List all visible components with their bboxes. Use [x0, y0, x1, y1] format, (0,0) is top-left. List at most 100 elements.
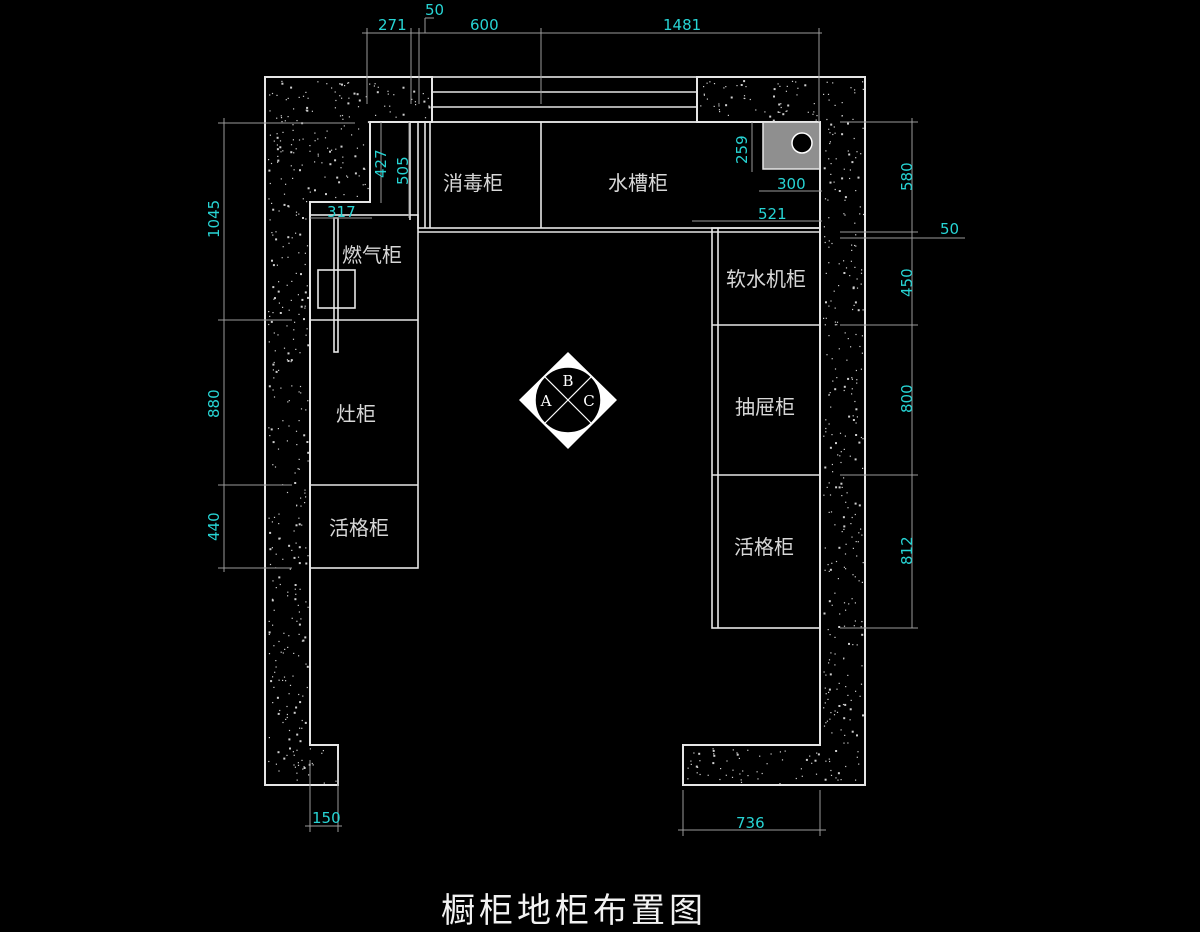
wall-speck [293, 169, 295, 171]
wall-speck [273, 686, 275, 688]
wall-speck [277, 334, 279, 336]
wall-speck [365, 96, 367, 98]
wall-speck [331, 87, 333, 89]
wall-speck [830, 406, 832, 408]
wall-speck [289, 684, 292, 686]
wall-speck [849, 169, 851, 171]
wall-speck [298, 313, 300, 315]
wall-speck [299, 169, 301, 172]
wall-speck [323, 782, 325, 784]
wall-speck [300, 618, 302, 620]
wall-speck [828, 305, 830, 307]
wall-speck [275, 370, 278, 373]
wall-speck [839, 613, 841, 615]
wall-speck [295, 272, 297, 274]
wall-speck [307, 296, 309, 299]
wall-speck [356, 93, 359, 96]
wall-speck [836, 711, 839, 713]
wall-speck [306, 245, 309, 247]
wall-speck [847, 338, 849, 340]
wall-speck [840, 779, 842, 781]
wall-speck [269, 219, 271, 221]
wall-speck [817, 753, 820, 756]
wall-speck [283, 632, 285, 634]
wall-speck [297, 762, 299, 764]
wall-speck [273, 140, 275, 142]
wall-speck [272, 580, 274, 582]
wall-speck [287, 401, 289, 403]
wall-speck [736, 753, 739, 756]
wall-speck [853, 304, 855, 306]
wall-speck [844, 435, 846, 437]
wall-speck [855, 541, 857, 543]
wall-speck [828, 511, 830, 513]
wall-speck [283, 203, 286, 206]
wall-speck [309, 748, 311, 750]
wall-speck [777, 111, 779, 113]
wall-speck [299, 352, 301, 354]
wall-speck [304, 721, 307, 724]
wall-speck [286, 440, 288, 442]
wall-speck [849, 275, 851, 277]
wall-speck [300, 305, 303, 308]
wall-speck [277, 161, 279, 163]
wall-speck [828, 482, 830, 484]
wall-speck [284, 648, 286, 650]
wall-speck [428, 106, 431, 109]
wall-speck [291, 549, 293, 551]
wall-speck [358, 99, 361, 102]
wall-speck [690, 763, 692, 765]
wall-speck [278, 210, 280, 212]
wall-speck [856, 278, 858, 280]
wall-speck [834, 664, 836, 666]
wall-speck [756, 771, 758, 773]
wall-speck [341, 83, 343, 86]
wall-speck [828, 423, 830, 425]
wall-speck [287, 236, 290, 239]
wall-speck [855, 234, 857, 236]
wall-speck [862, 467, 864, 469]
wall-speck [294, 482, 297, 484]
wall-speck [836, 688, 838, 690]
wall-speck [830, 163, 832, 165]
wall-speck [269, 94, 271, 96]
wall-speck [351, 134, 353, 136]
wall-speck [285, 680, 287, 682]
wall-speck [299, 701, 302, 704]
wall-speck [853, 625, 855, 627]
wall-speck [283, 676, 286, 678]
wall-speck [298, 633, 300, 635]
dim-150: 150 [312, 809, 341, 827]
wall-speck [293, 711, 296, 714]
wall-speck [835, 442, 837, 445]
wall-speck [860, 283, 862, 285]
wall-speck [354, 172, 357, 175]
wall-speck [824, 466, 827, 469]
wall-speck [773, 95, 775, 98]
wall-speck [828, 262, 830, 264]
wall-speck [855, 434, 858, 436]
wall-speck [719, 111, 721, 113]
wall-speck [268, 737, 270, 739]
wall-speck [843, 717, 846, 720]
wall-speck [293, 652, 295, 654]
wall-speck [769, 115, 772, 118]
wall-speck [295, 348, 297, 350]
wall-speck [825, 272, 827, 274]
wall-speck [831, 562, 833, 564]
wall-speck [294, 588, 296, 590]
wall-speck [273, 645, 275, 647]
wall-speck [823, 317, 825, 319]
wall-speck [834, 636, 836, 638]
wall-speck [828, 600, 831, 603]
wall-speck [856, 644, 858, 646]
dim-505: 505 [394, 156, 412, 185]
wall-speck [833, 126, 835, 128]
wall-speck [287, 595, 289, 597]
wall-speck [848, 642, 850, 645]
wall-speck [268, 311, 270, 313]
wall-speck [298, 391, 300, 393]
wall-speck [836, 324, 838, 326]
wall-speck [298, 139, 301, 141]
wall-speck [270, 428, 273, 431]
